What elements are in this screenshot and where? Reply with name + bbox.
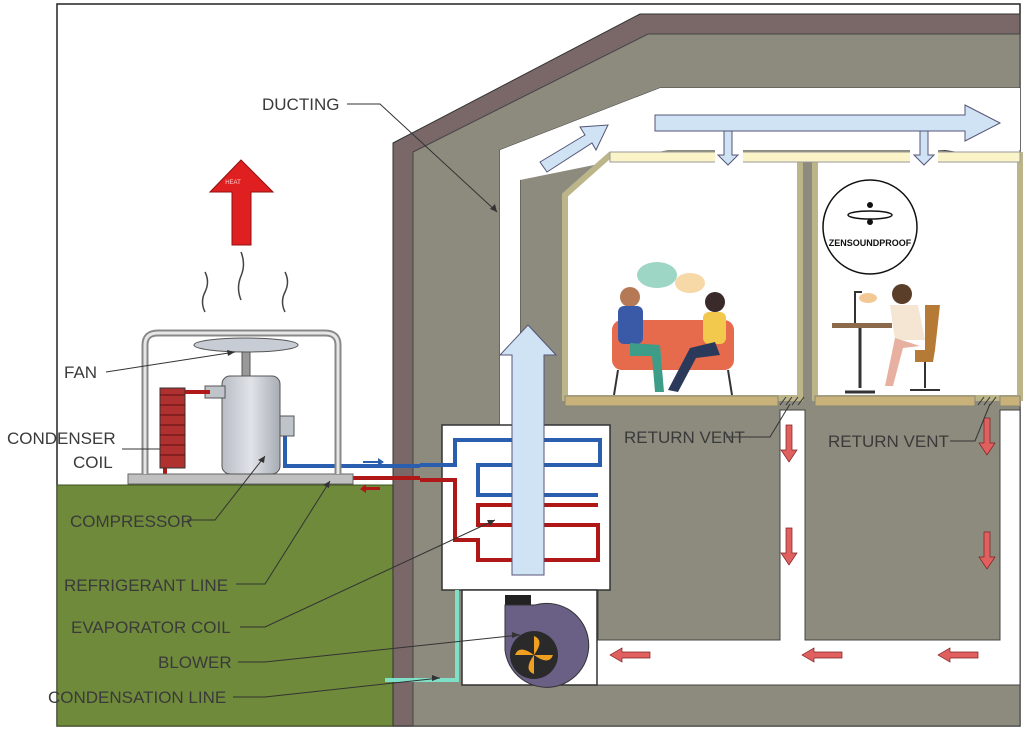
speech-bubbles-icon: [637, 262, 705, 293]
label-return-vent-1: RETURN VENT: [624, 428, 745, 447]
label-fan: FAN: [64, 363, 97, 382]
supply-air-arrow-down-2: [912, 130, 936, 166]
fan-shaft: [241, 347, 251, 381]
desk-worker-illustration: [832, 284, 940, 394]
compressor-body: [221, 375, 281, 475]
label-blower: BLOWER: [158, 653, 232, 672]
label-ducting: DUCTING: [262, 95, 339, 114]
return-vent-grille-1: [779, 396, 805, 406]
supply-air-arrow-horizontal: [654, 104, 1002, 142]
heat-arrow-label: HEAT: [225, 180, 241, 186]
logo-drop-icon-2: [867, 219, 873, 225]
outdoor-ground: [56, 484, 394, 727]
zensoundproof-logo: [822, 179, 918, 275]
label-evaporator-coil: EVAPORATOR COIL: [71, 618, 231, 637]
compressor-port: [279, 415, 295, 437]
floor-room-2b: [999, 395, 1021, 407]
label-return-vent-2: RETURN VENT: [828, 432, 949, 451]
refrigerant-flow-arrow-out: [360, 484, 380, 493]
heat-waves: [201, 251, 289, 313]
person-woman-illustration: [668, 292, 726, 392]
ceiling-strip: [609, 151, 1021, 163]
label-compressor: COMPRESSOR: [70, 512, 193, 531]
label-coil: COIL: [73, 453, 113, 472]
heat-arrow-icon: [208, 159, 275, 246]
condenser-frame-inner: [143, 331, 340, 474]
supply-air-arrow-diagonal: [539, 124, 609, 173]
logo-drop-icon: [867, 202, 873, 208]
label-refrigerant-line: REFRIGERANT LINE: [64, 576, 228, 595]
condensation-line-pipe: [385, 590, 459, 682]
blower-fan-icon: [515, 636, 553, 674]
floor-room-1: [564, 395, 779, 407]
return-vent-grille-2: [977, 396, 997, 406]
condenser-base: [127, 473, 354, 485]
fan-blade-icon: [193, 337, 299, 353]
evaporator-coil-cold: [420, 438, 602, 497]
floor-room-2: [814, 395, 976, 407]
leader-arrowheads: [227, 204, 520, 681]
return-air-arrows: [609, 417, 996, 663]
supply-air-arrow-down-1: [716, 130, 740, 166]
logo-text: ZENSOUNDPROOF: [829, 238, 912, 248]
label-condensation-line: CONDENSATION LINE: [48, 688, 226, 707]
blower-outlet: [505, 595, 531, 605]
leader-lines: [105, 103, 991, 698]
person-man-illustration: [618, 287, 664, 392]
supply-air-arrow-vertical: [498, 324, 558, 576]
condenser-coil-icon: [159, 387, 186, 469]
refrigerant-flow-arrow-in: [363, 458, 384, 466]
label-condenser: CONDENSER: [7, 429, 116, 448]
